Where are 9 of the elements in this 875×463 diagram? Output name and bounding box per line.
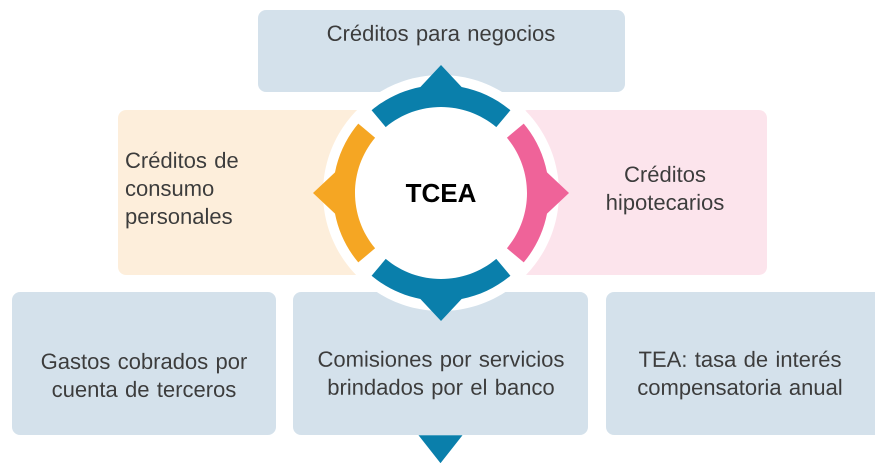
text-box: Gastos cobrados por cuenta de terceros	[12, 292, 276, 435]
text-box: Créditos para negocios	[258, 10, 625, 92]
arc-arrow	[506, 124, 569, 262]
arc-arrow	[372, 65, 510, 128]
arrow	[418, 435, 462, 463]
text-box: TEA: tasa de interés compensatoria anual	[606, 292, 875, 435]
arc-arrow	[372, 258, 510, 321]
arc-arrow	[313, 124, 376, 262]
text-box: Comisiones por servicios brindados por el banco	[293, 292, 588, 435]
